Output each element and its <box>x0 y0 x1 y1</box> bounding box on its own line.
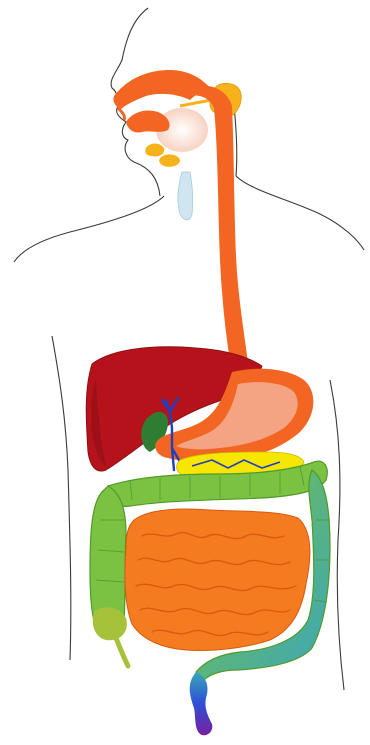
torso-outline-left <box>14 196 164 262</box>
appendix <box>116 638 128 666</box>
torso-outline-right-lower <box>330 380 344 690</box>
torso-outline-right <box>236 176 364 250</box>
trachea <box>178 172 193 220</box>
small-intestine <box>125 509 310 651</box>
salivary-gland-submandibular <box>159 154 180 166</box>
salivary-gland-sublingual <box>145 144 164 157</box>
rectum <box>190 672 213 735</box>
salivary-duct <box>180 100 212 106</box>
torso-outline-left-lower <box>52 336 71 660</box>
tongue <box>126 110 170 132</box>
